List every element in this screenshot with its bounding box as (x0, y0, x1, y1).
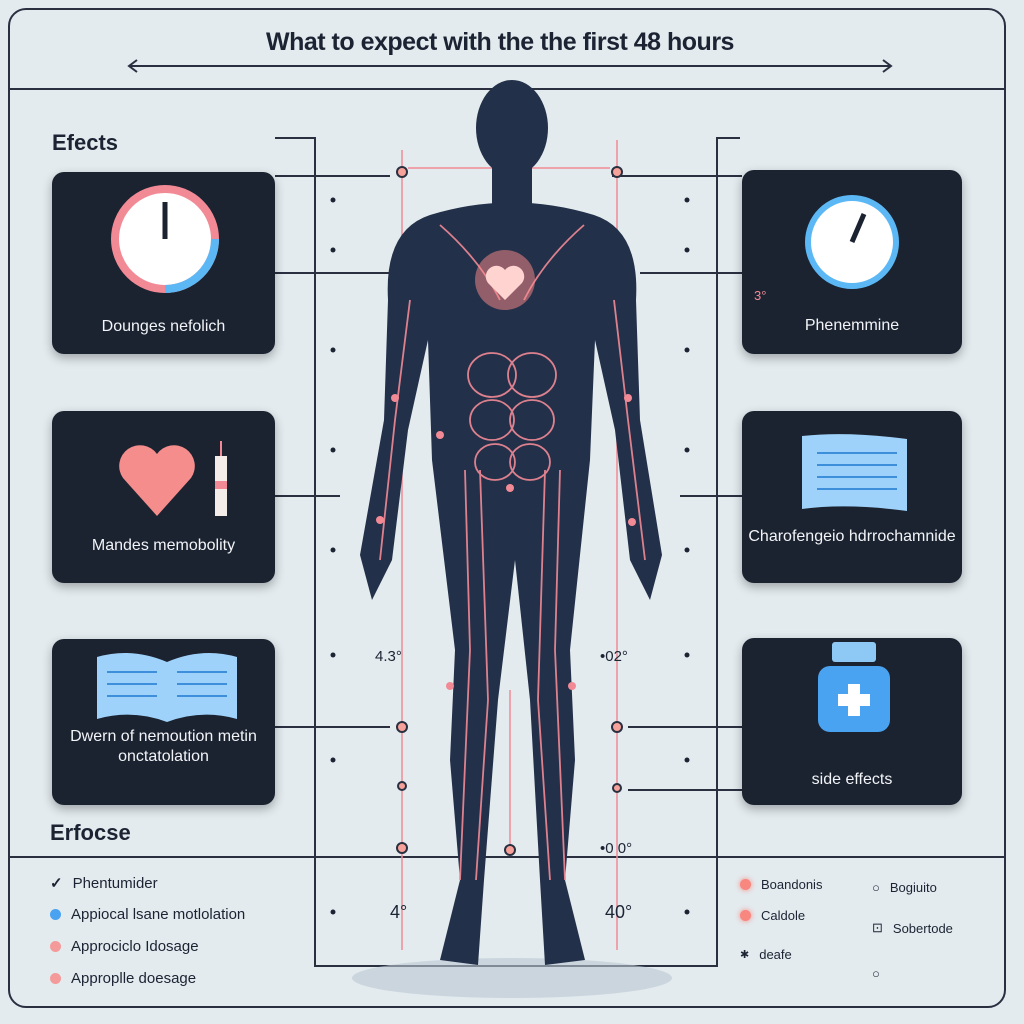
card-label: Mandes memobolity (91, 537, 236, 554)
dot-icon (50, 973, 61, 984)
square-icon: ⊡ (872, 920, 883, 935)
symbol-icon: ✱ (740, 949, 750, 961)
timeline-arrow (127, 59, 893, 73)
measurement-label: •02° (600, 648, 628, 665)
check-icon: ✓ (50, 875, 63, 892)
legend-item: Approplle doesage (50, 970, 196, 987)
dot-icon (50, 941, 61, 952)
effect-card[interactable]: 3° Phenemmine (742, 170, 962, 354)
effect-card[interactable]: Dwern of nemoution metin onctatolation (52, 639, 275, 805)
measurement-label: 4° (390, 902, 408, 922)
heart-icon (119, 441, 227, 516)
legend-item: ○Bogiuito (872, 880, 937, 895)
legend-item: ✱deafe (740, 947, 792, 962)
dot-icon (740, 879, 751, 890)
dot-icon (740, 910, 751, 921)
medicine-bottle-icon (818, 642, 890, 732)
card-label: Dounges nefolich (101, 318, 226, 335)
effect-card[interactable]: side effects (742, 638, 962, 805)
circle-icon: ○ (872, 966, 880, 981)
dot-icon (50, 909, 61, 920)
effect-card[interactable]: Dounges nefolich (52, 172, 275, 354)
measurement-label: 40° (605, 902, 633, 922)
document-icon (802, 434, 907, 511)
measurement-label: 4.3° (375, 648, 402, 665)
clock-icon (805, 195, 899, 289)
legend-item: Appiocal lsane motlolation (50, 906, 245, 923)
book-icon (97, 653, 237, 722)
card-label: Charofengeio hdrrochamnide (748, 528, 956, 545)
circle-icon: ○ (872, 880, 880, 895)
card-badge: 3° (754, 288, 767, 303)
measurement-label: •0 0° (600, 840, 633, 857)
legend-item: Approciclo Idosage (50, 938, 199, 955)
effect-card[interactable]: Charofengeio hdrrochamnide (742, 411, 962, 583)
card-label: Phenemmine (804, 317, 900, 334)
legend-item: Boandonis (740, 877, 822, 892)
legend-item: Caldole (740, 908, 805, 923)
infographic-frame (8, 8, 1006, 1008)
clock-icon (111, 185, 219, 293)
effect-card[interactable]: Mandes memobolity (52, 411, 275, 583)
legend-item: ⊡Sobertode (872, 920, 953, 936)
page-title: What to expect with the the first 48 hou… (266, 28, 734, 56)
legend-item: ✓Phentumider (50, 874, 158, 893)
card-label: side effects (811, 771, 893, 788)
card-label: Dwern of nemoution metin onctatolation (70, 728, 257, 765)
section-heading-effects: Efects (52, 130, 119, 155)
divider (10, 856, 1006, 858)
legend-item: ○ (872, 966, 880, 981)
section-heading-bottom: Erfocse (50, 820, 131, 845)
